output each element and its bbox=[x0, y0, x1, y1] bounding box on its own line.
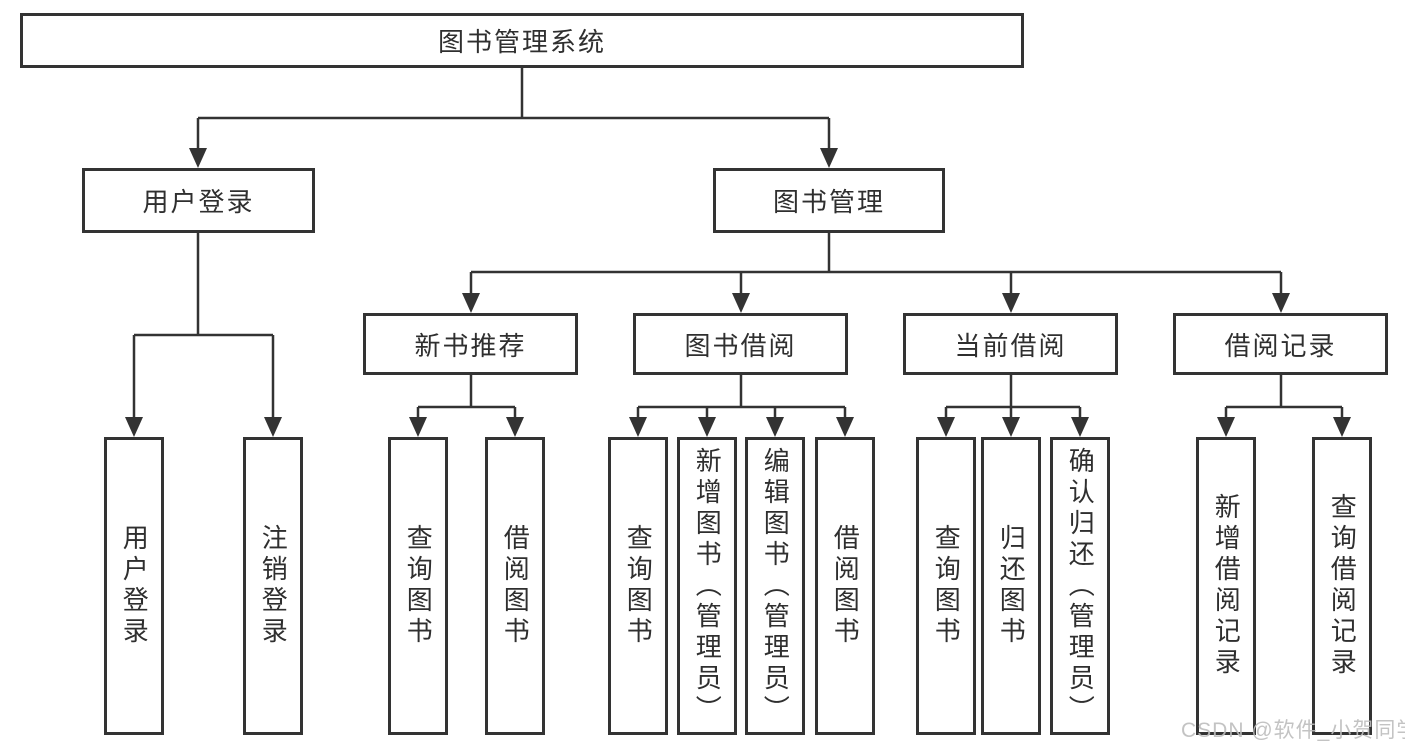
leaf-user-login: 用户登录 bbox=[104, 437, 164, 735]
node-current-borrow: 当前借阅 bbox=[903, 313, 1118, 375]
leaf-current-confirm-return-admin: 确认归还（管理员） bbox=[1050, 437, 1110, 735]
node-user-login: 用户登录 bbox=[82, 168, 315, 233]
leaf-newbooks-borrow-books: 借阅图书 bbox=[485, 437, 545, 735]
leaf-borrow-query-books: 查询图书 bbox=[608, 437, 668, 735]
leaf-borrow-borrow-books: 借阅图书 bbox=[815, 437, 875, 735]
node-new-book-recommend: 新书推荐 bbox=[363, 313, 578, 375]
node-borrow-records: 借阅记录 bbox=[1173, 313, 1388, 375]
node-book-borrow: 图书借阅 bbox=[633, 313, 848, 375]
leaf-newbooks-query-books: 查询图书 bbox=[388, 437, 448, 735]
csdn-watermark: CSDN @软件_小贺同学 bbox=[1181, 719, 1405, 742]
leaf-records-add-record: 新增借阅记录 bbox=[1196, 437, 1256, 735]
leaf-records-query-record: 查询借阅记录 bbox=[1312, 437, 1372, 735]
leaf-logout: 注销登录 bbox=[243, 437, 303, 735]
leaf-current-return-books: 归还图书 bbox=[981, 437, 1041, 735]
node-book-management: 图书管理 bbox=[713, 168, 945, 233]
leaf-borrow-edit-books-admin: 编辑图书（管理员） bbox=[745, 437, 805, 735]
leaf-borrow-add-books-admin: 新增图书（管理员） bbox=[677, 437, 737, 735]
leaf-current-query-books: 查询图书 bbox=[916, 437, 976, 735]
node-root-system: 图书管理系统 bbox=[20, 13, 1024, 68]
